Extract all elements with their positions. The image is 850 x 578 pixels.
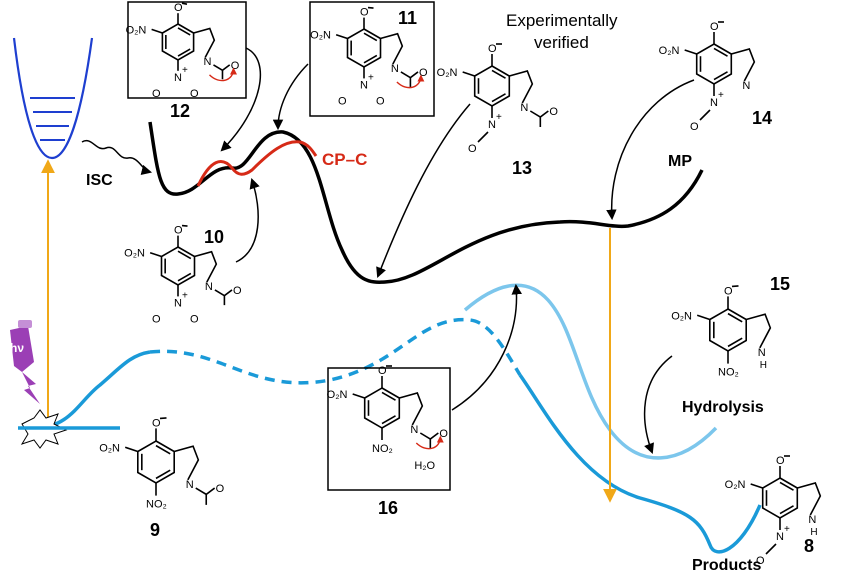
hydrolysis-arrow (645, 356, 672, 452)
compound-number-13: 13 (512, 158, 532, 178)
molecule-14-plus: + (718, 90, 724, 101)
molecule-11-o-right: O (376, 95, 385, 107)
molecule-16-o2n-group: O₂N (327, 389, 348, 401)
triplet-well (14, 38, 92, 158)
molecule-10-n-atom: N (205, 281, 213, 293)
molecule-14-n-atom: N (742, 80, 750, 92)
molecule-10-n-nitro: N (174, 297, 182, 309)
lamp-icon: hν (10, 320, 40, 404)
molecule-12-o-left: O (152, 88, 161, 100)
molecule-11-n-nitro: N (360, 79, 368, 91)
molecule-10-o-right: O (190, 313, 199, 325)
arrow-12-to-curve (222, 48, 260, 150)
molecule-10-acetyl-o: O (233, 285, 242, 297)
molecule-9-o2n-group: O₂N (99, 442, 120, 454)
molecule-12-n-nitro: N (174, 72, 182, 84)
molecule-11-n-atom: N (391, 63, 399, 75)
molecule-13-o-minus: O (468, 143, 477, 155)
molecule-16-n-atom: N (410, 424, 418, 436)
molecule-9-acetyl-o: O (216, 483, 225, 495)
molecule-11-o-left: O (338, 95, 347, 107)
isc-label: ISC (86, 172, 113, 189)
experimental-label-line1: Experimentally (506, 11, 618, 30)
compound-number-16: 16 (378, 498, 398, 518)
molecule-10-plus: + (182, 290, 188, 301)
molecule-15-n-atom: N (758, 347, 766, 359)
molecule-15-no2-group: NO₂ (718, 367, 739, 379)
molecule-13-acetyl-o: O (549, 106, 558, 118)
molecule-10-o-atom: O (174, 225, 183, 237)
products-label: Products (692, 557, 761, 573)
ground-state-curve-dashed (150, 320, 520, 383)
arrow-10-to-curve (236, 180, 258, 262)
molecule-14-o2n-group: O₂N (659, 45, 680, 57)
compound-number-14: 14 (752, 108, 772, 128)
molecule-15-h-atom: H (760, 360, 767, 371)
triplet-energy-curve (150, 122, 702, 282)
arrow-16-to-curve (452, 286, 516, 410)
compound-number-11: 11 (398, 8, 417, 28)
molecule-12-o-right: O (190, 88, 199, 100)
cp-c-label: CP–C (322, 150, 367, 169)
molecule-8-n-atom: N (808, 514, 816, 526)
molecule-14-o-atom: O (710, 21, 719, 33)
arrow-11-to-curve (278, 64, 308, 128)
molecule-12-n-atom: N (203, 56, 211, 68)
molecule-11-o-atom: O (360, 7, 369, 19)
molecule-13-n-oxide: N (488, 119, 496, 131)
molecule-8-o2n-group: O₂N (725, 479, 746, 491)
compound-number-12: 12 (170, 101, 190, 121)
molecule-9-no2-group: NO₂ (146, 499, 167, 511)
isc-arrow (82, 141, 150, 172)
molecule-16-water: H₂O (414, 460, 435, 472)
compound-number-8: 8 (804, 536, 814, 556)
molecule-13-o-atom: O (488, 43, 497, 55)
molecule-9: N O O₂N NO₂ O (99, 417, 224, 510)
molecule-9-o-atom: O (152, 417, 161, 429)
molecule-12-plus: + (182, 65, 188, 76)
molecule-13-o2n-group: O₂N (437, 67, 458, 79)
molecule-13-plus: + (496, 112, 502, 123)
hv-label: hν (10, 341, 24, 355)
molecule-10-o-left: O (152, 313, 161, 325)
molecule-8-o-minus: O (756, 555, 765, 567)
molecule-11-o2n-group: O₂N (310, 30, 331, 42)
molecule-16-no2-group: NO₂ (372, 443, 393, 455)
mp-label: MP (668, 153, 692, 170)
molecule-14-o-minus: O (690, 121, 699, 133)
molecule-15: NH O O₂N NO₂ (671, 285, 770, 378)
molecule-8-plus: + (784, 524, 790, 535)
molecule-16-o-atom: O (378, 365, 387, 377)
molecule-10-o2n-group: O₂N (124, 248, 145, 260)
molecule-8-o-atom: O (776, 455, 785, 467)
compound-number-15: 15 (770, 274, 790, 294)
molecule-15-o-atom: O (724, 285, 733, 297)
molecule-12-o-atom: O (174, 2, 183, 14)
molecule-15-o2n-group: O₂N (671, 310, 692, 322)
molecule-11-plus: + (368, 72, 374, 83)
molecule-9-n-atom: N (186, 479, 194, 491)
compound-number-10: 10 (204, 227, 224, 247)
experimental-label-line2: verified (534, 33, 589, 52)
molecule-8-n-oxide: N (776, 531, 784, 543)
compound-number-9: 9 (150, 520, 160, 540)
molecule-12-o2n-group: O₂N (126, 24, 147, 36)
molecule-13-n-atom: N (520, 102, 528, 114)
hydrolysis-label: Hydrolysis (682, 399, 764, 416)
molecule-12-acetyl-o: O (231, 60, 240, 72)
molecule-14-n-oxide: N (710, 97, 718, 109)
